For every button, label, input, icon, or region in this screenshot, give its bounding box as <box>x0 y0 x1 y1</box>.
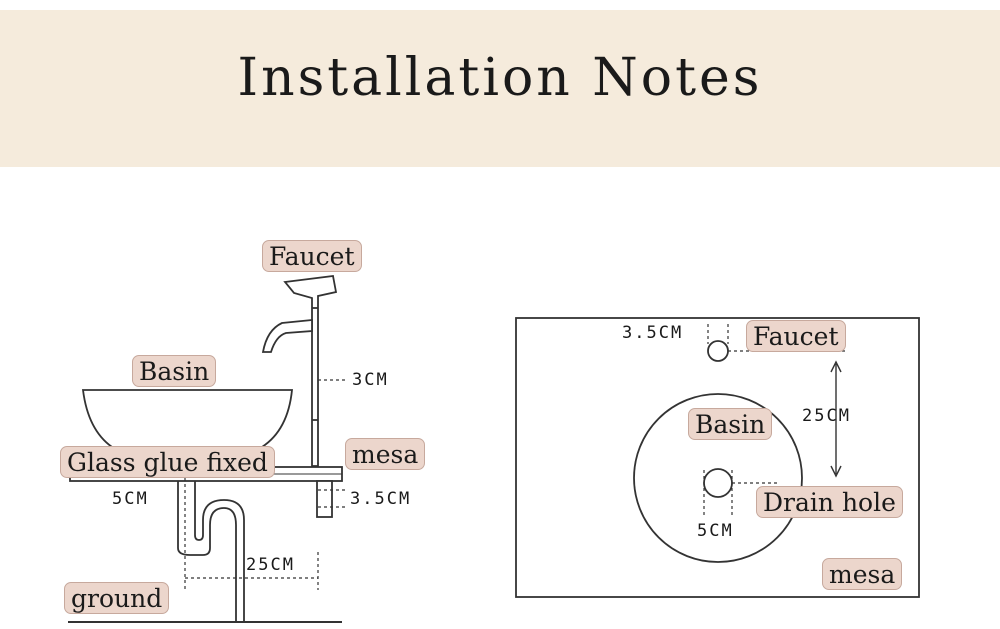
faucet-spout <box>261 319 313 353</box>
top-basin-label: Basin <box>688 408 773 440</box>
side-faucet-height-dim: 3CM <box>352 370 389 390</box>
top-drain-hole-label: Drain hole <box>756 486 903 518</box>
header-banner <box>0 10 1000 167</box>
side-drain-offset-dim: 25CM <box>246 555 295 575</box>
top-center-distance-dim: 25CM <box>802 406 851 426</box>
top-faucet-hole-dim: 3.5CM <box>622 323 684 343</box>
side-pipe-width-dim: 5CM <box>112 489 149 509</box>
side-ground-label: ground <box>64 582 170 614</box>
top-drain-hole-dim: 5CM <box>697 521 734 541</box>
basin-bowl <box>81 389 293 448</box>
faucet-shank <box>316 480 333 518</box>
page-title: Installation Notes <box>237 48 763 108</box>
drain-hole <box>703 468 733 498</box>
faucet-body <box>283 275 338 467</box>
side-basin-label: Basin <box>132 355 217 387</box>
faucet-hole <box>707 340 729 362</box>
side-mesa-label: mesa <box>345 438 426 470</box>
side-glass-glue-label: Glass glue fixed <box>60 446 275 478</box>
side-mesa-thickness-dim: 3.5CM <box>350 489 412 509</box>
drain-pipe <box>177 481 237 622</box>
top-mesa-label: mesa <box>822 558 903 590</box>
top-faucet-label: Faucet <box>746 320 846 352</box>
top-view <box>515 317 920 598</box>
side-faucet-label: Faucet <box>262 240 362 272</box>
